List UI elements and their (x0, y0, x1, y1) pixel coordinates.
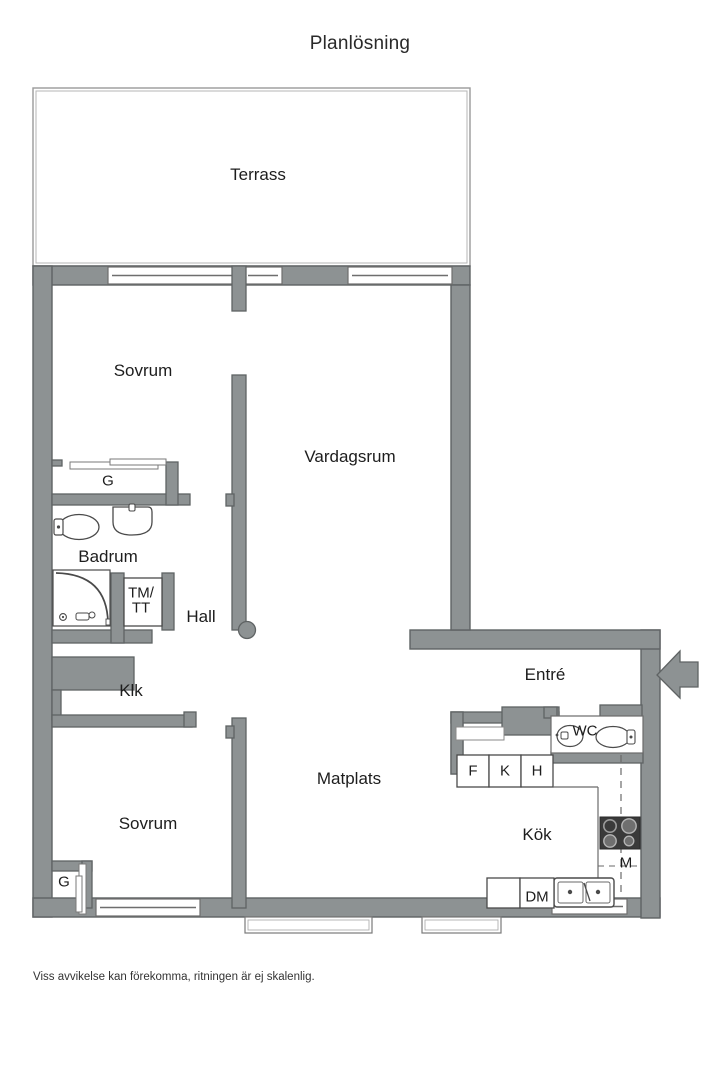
terrace-outline (32, 87, 471, 267)
kitchen-lower-cabinets (486, 877, 555, 909)
window-vardagsrum (347, 266, 453, 285)
laundry-box (123, 577, 163, 627)
double-sink-icon (553, 877, 615, 908)
balcony-door-matplats-right (421, 916, 502, 934)
arrow-left-icon (656, 649, 699, 700)
wardrobe-rail-bottom (75, 863, 87, 915)
kitchen-upper-cabinet (455, 726, 505, 741)
kitchen-appliance-row (456, 754, 554, 788)
toilet-icon (595, 725, 636, 749)
washbasin-icon (112, 503, 153, 536)
round-column-icon (237, 620, 257, 640)
window-group-bottom (95, 898, 628, 934)
wardrobe-rail-top (69, 458, 167, 470)
page-title: Planlösning (309, 33, 411, 54)
window-sovrum-bottom (95, 898, 201, 917)
window-group-top (107, 266, 453, 285)
disclaimer-note: Viss avvikelse kan förekomma, ritningen … (33, 971, 315, 983)
interior-walls (51, 265, 644, 909)
stove-four-burner-icon (599, 816, 641, 850)
balcony-door-matplats-left (244, 916, 373, 934)
washbasin-icon (555, 724, 584, 748)
window-narrow-center (243, 266, 283, 285)
toilet-icon (53, 513, 100, 541)
shower-corner-icon (52, 569, 111, 627)
window-sovrum-top (107, 266, 252, 285)
